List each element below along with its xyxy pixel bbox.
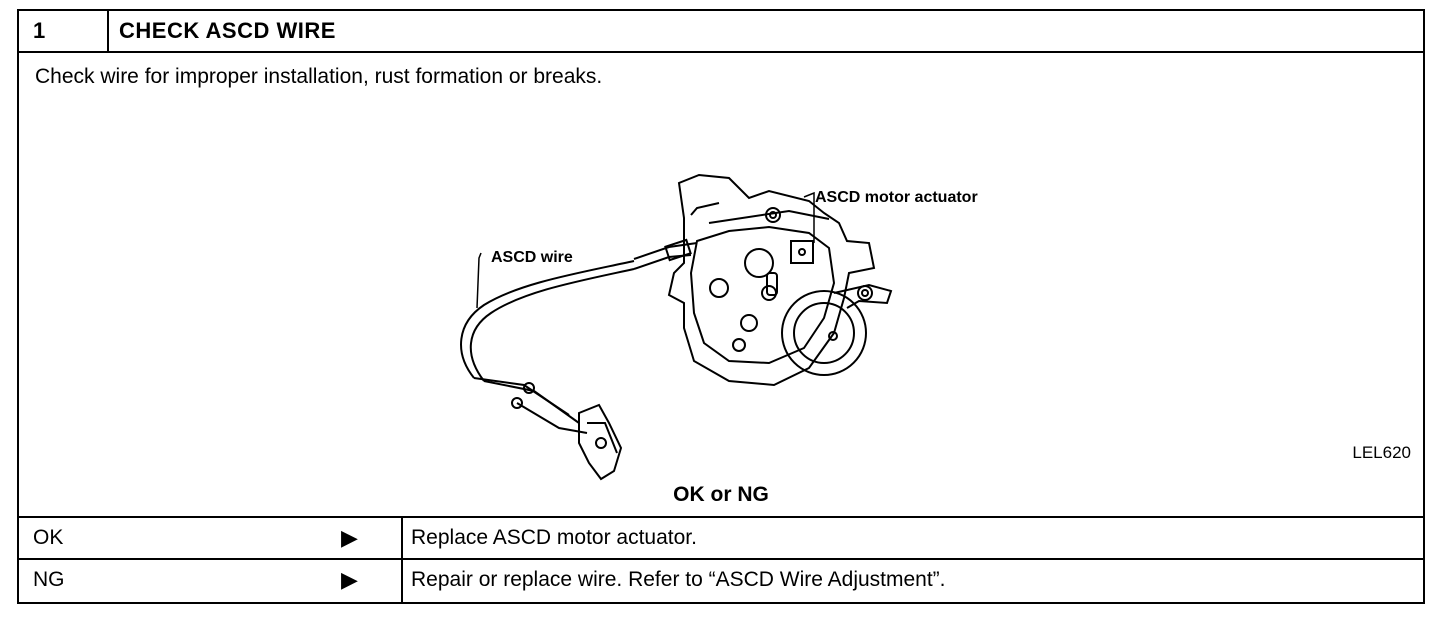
diagnostic-step-table: 1 CHECK ASCD WIRE Check wire for imprope…	[17, 9, 1425, 604]
step-title: CHECK ASCD WIRE	[119, 18, 336, 43]
result-label: NG	[33, 568, 65, 591]
column-divider	[401, 560, 403, 604]
column-divider	[401, 518, 403, 558]
result-action: Replace ASCD motor actuator.	[411, 526, 697, 549]
arrow-right-icon: ▶	[341, 525, 358, 550]
figure-reference-code: LEL620	[1352, 443, 1411, 462]
result-question: OK or NG	[673, 483, 769, 506]
result-label: OK	[33, 526, 64, 549]
result-action: Repair or replace wire. Refer to “ASCD W…	[411, 568, 946, 591]
arrow-right-icon: ▶	[341, 567, 358, 592]
callout-actuator-label: ASCD motor actuator	[815, 189, 978, 206]
result-row-ng: NG ▶ Repair or replace wire. Refer to “A…	[19, 560, 1423, 604]
ascd-actuator-diagram: ASCD motor actuator ASCD wire	[460, 173, 978, 481]
step-body: Check wire for improper installation, ru…	[19, 53, 1423, 518]
callout-wire-label: ASCD wire	[491, 249, 573, 266]
step-header: 1 CHECK ASCD WIRE	[19, 11, 1423, 53]
result-row-ok: OK ▶ Replace ASCD motor actuator.	[19, 518, 1423, 560]
step-number: 1	[19, 11, 109, 51]
step-instruction: Check wire for improper installation, ru…	[35, 65, 603, 88]
